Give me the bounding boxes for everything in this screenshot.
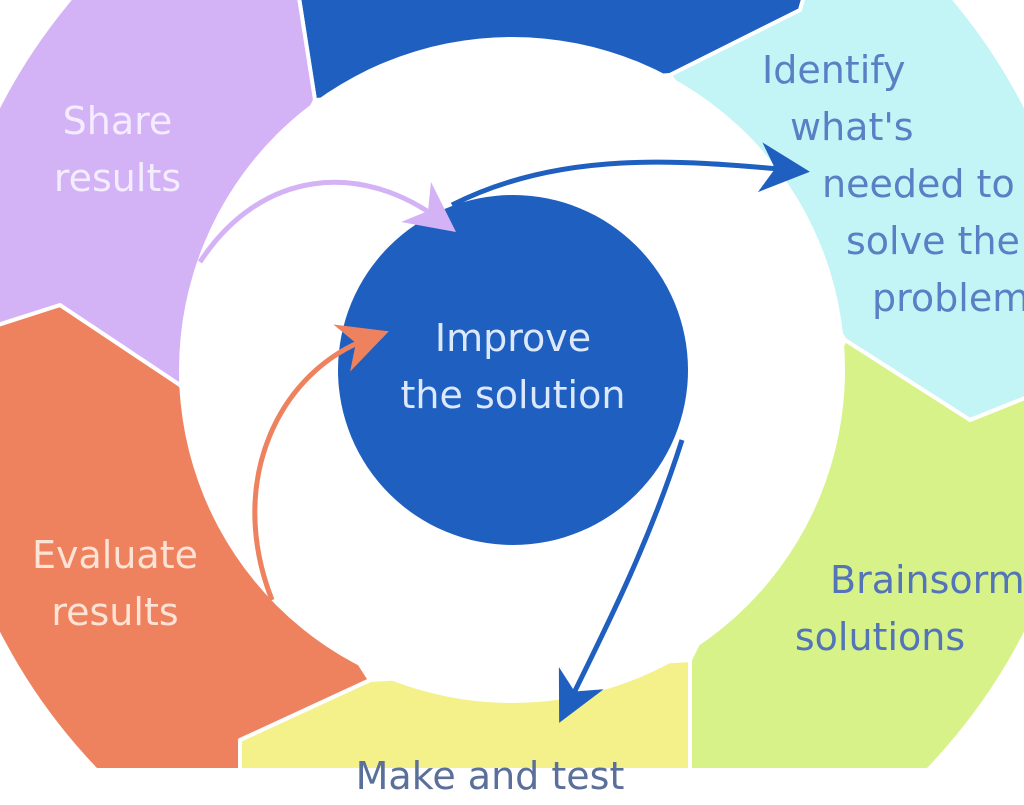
arrow-evaluate-to-center — [252, 324, 389, 601]
label-line: Make and test — [355, 754, 625, 798]
center-label: Improve the solution — [363, 310, 663, 424]
identify-label: Identify what's needed to solve the prob… — [762, 42, 1024, 327]
center-label-line: the solution — [400, 373, 626, 417]
cycle-diagram — [0, 0, 1024, 768]
label-line: solve the — [846, 219, 1020, 263]
label-line: results — [53, 156, 182, 200]
label-line: Evaluate — [32, 533, 198, 577]
label-line: problem — [872, 276, 1024, 320]
evaluate-label: Evaluate results — [15, 527, 215, 641]
label-line: needed to — [822, 162, 1015, 206]
label-line: Identify — [762, 48, 906, 92]
arrow-share-to-center — [197, 179, 457, 264]
label-line: what's — [790, 105, 914, 149]
make-label: Make and test — [330, 748, 650, 805]
center-label-line: Improve — [434, 316, 592, 360]
brainstorm-label: Brainsorm solutions — [770, 552, 1024, 666]
label-line: Brainsorm — [830, 558, 1024, 602]
arrow-center-to-identify — [450, 142, 810, 208]
label-line: Share — [62, 99, 173, 143]
share-label: Share results — [30, 93, 205, 207]
arrow-center-to-make — [558, 439, 685, 723]
label-line: results — [51, 590, 179, 634]
center-circle — [338, 195, 688, 545]
label-line: solutions — [794, 615, 966, 659]
